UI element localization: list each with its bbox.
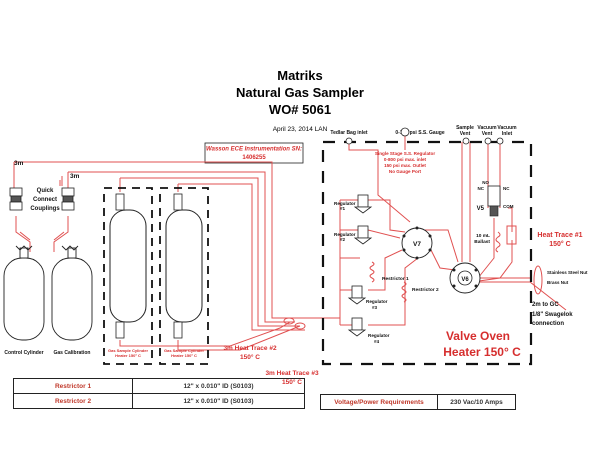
to-gc-label-1: 2m to GC [532, 302, 559, 308]
v6-label: V6 [461, 277, 469, 283]
quick-connect-label-3: Couplings [30, 206, 60, 212]
tedlar-bag-label: Tedlar Bag inlet [330, 130, 367, 136]
no-label: NO [482, 180, 489, 185]
sample-cylinder-b-label-2: Heater 150° C [171, 353, 197, 358]
valve-v7: V7 [401, 226, 433, 260]
serial-box: Wasson ECE Instrumentation SN: 1406255 [204, 142, 304, 164]
work-order-title: WO# 5061 [268, 102, 332, 117]
tedlar-bag-fitting [345, 137, 353, 145]
restrictor-table: Restrictor 1 12" x 0.010" ID (S0103) Res… [13, 378, 305, 409]
regulator-note-4: No Gauge Port [389, 169, 422, 174]
vacuum-inlet-label-1: Vacuum [497, 125, 517, 131]
valve-v6: V6 [449, 262, 481, 294]
sample-vent-fitting [462, 137, 470, 145]
serial-label: Wasson ECE Instrumentation SN: [206, 147, 302, 153]
gauge-label: 0-100 psi S.S. Gauge [395, 130, 444, 136]
heat-trace-1-label-1: Heat Trace #1 [537, 232, 582, 239]
com-label: COM [503, 204, 514, 209]
company-title: Matriks [277, 68, 323, 83]
vacuum-inlet-fitting [496, 137, 504, 145]
tubing-lines [13, 136, 567, 351]
vacuum-vent-label-2: Vent [482, 131, 493, 137]
regulator-note: Single Stage S.S. Regulator 0-800 psi ma… [375, 151, 435, 174]
ballast-label-1: 10 mL [476, 233, 490, 239]
gauge-icon [400, 127, 410, 137]
vacuum-vent-fitting [484, 137, 492, 145]
quick-connect-label-2: Connect [33, 197, 57, 203]
sample-vent-label-1: Sample [456, 125, 474, 131]
quick-connect-label-1: Quick [37, 188, 54, 194]
sample-cylinder-a-label-1: Gas Sample Cylinder [108, 348, 148, 353]
regulator-4-label-1: Regulator [368, 333, 390, 338]
serial-number: 1406255 [242, 155, 266, 161]
regulator-3-label-1: Regulator [366, 299, 388, 304]
regulator-4-icon [347, 317, 367, 337]
length-3m-b: 3m [70, 173, 80, 180]
regulator-note-1: Single Stage S.S. Regulator [375, 151, 435, 156]
sample-cylinder-a-label-2: Heater 150° C [115, 353, 141, 358]
vacuum-inlet-label-2: Inlet [502, 131, 513, 137]
date-line: April 23, 2014 LAN [272, 126, 328, 133]
power-label: Voltage/Power Requirements [320, 394, 438, 410]
nc-label-left: NC [478, 186, 485, 191]
brass-nut-label: Brass Nut [547, 280, 569, 285]
control-cylinder [3, 245, 45, 341]
regulator-2-label-1: Regulator [334, 232, 356, 237]
v7-label: V7 [413, 241, 421, 248]
regulator-note-2: 0-800 psi max. inlet [384, 157, 427, 162]
sample-cylinder-a: Gas Sample Cylinder Heater 150° C [103, 187, 153, 365]
heat-trace-3-label-1: 3m Heat Trace #3 [265, 370, 319, 377]
to-gc-label-3: connection [532, 321, 564, 327]
regulator-4-label-2: #4 [374, 339, 380, 344]
restrictor-row-1-value: 12" x 0.010" ID (S0103) [132, 378, 305, 394]
regulator-1-label-1: Regulator [334, 201, 356, 206]
restrictor-2-label: Restrictor 2 [412, 287, 439, 293]
sample-cylinder-b: Gas Sample Cylinder Heater 150° C [159, 187, 209, 365]
regulator-icons [347, 194, 373, 337]
regulator-1-icon [353, 194, 373, 214]
restrictor-row-2-label: Restrictor 2 [13, 393, 133, 409]
to-gc-label-2: 1/8" Swagelok [532, 312, 573, 318]
restrictor-row-2-value: 12" x 0.010" ID (S0103) [132, 393, 305, 409]
v5-label: V5 [477, 206, 485, 212]
regulator-3-label-2: #3 [372, 305, 378, 310]
stainless-nut-label: Stainless Steel Nut [547, 270, 588, 275]
heat-trace-1-label-2: 150° C [549, 240, 570, 248]
regulator-2-icon [353, 225, 373, 245]
table-row: Voltage/Power Requirements 230 Vac/10 Am… [320, 394, 516, 410]
vacuum-vent-label-1: Vacuum [477, 125, 497, 131]
restrictor-row-1-label: Restrictor 1 [13, 378, 133, 394]
quick-connect-couplings [9, 187, 75, 211]
length-3m-a: 3m [14, 160, 24, 167]
nc-label-right: NC [503, 186, 510, 191]
control-cylinder-label: Control Cylinder [4, 350, 43, 356]
ballast-label-2: Ballast [474, 239, 490, 245]
valve-oven-label-1: Valve Oven [446, 329, 510, 343]
calibration-cylinder [51, 245, 93, 341]
power-value: 230 Vac/10 Amps [437, 394, 516, 410]
table-row: Restrictor 1 12" x 0.010" ID (S0103) [13, 378, 305, 394]
heat-trace-2-label-2: 150° C [240, 353, 260, 361]
power-table: Voltage/Power Requirements 230 Vac/10 Am… [320, 394, 516, 410]
regulator-1-label-2: #1 [340, 206, 346, 211]
regulator-3-icon [347, 285, 367, 305]
product-title: Natural Gas Sampler [236, 85, 364, 100]
regulator-note-3: 150 psi max. Outlet [384, 163, 426, 168]
table-row: Restrictor 2 12" x 0.010" ID (S0103) [13, 393, 305, 409]
valve-oven-label-2: Heater 150° C [443, 345, 521, 359]
regulator-2-label-2: #2 [340, 237, 346, 242]
sample-vent-label-2: Vent [460, 131, 471, 137]
heat-trace-2-label-1: 3m Heat Trace #2 [223, 345, 277, 352]
valve-oven-boundary [321, 140, 533, 366]
gas-calibration-label: Gas Calibration [54, 350, 91, 356]
restrictor-1-label: Restrictor 1 [382, 276, 409, 282]
valve-v5: NC NC V5 COM NO [477, 180, 514, 217]
sample-cylinder-b-label-1: Gas Sample Cylinder [164, 348, 204, 353]
